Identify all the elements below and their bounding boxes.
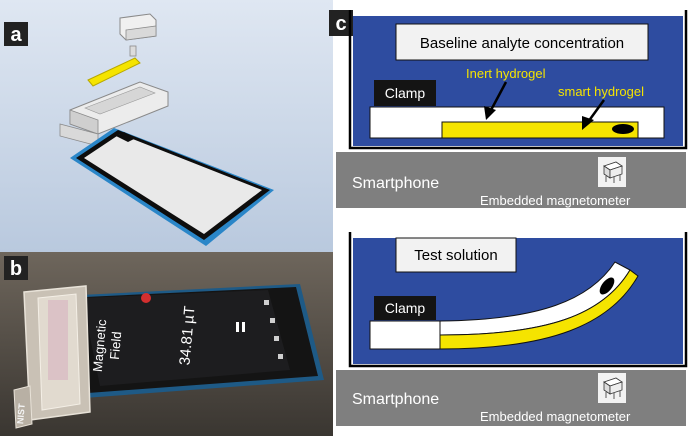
top-title: Baseline analyte concentration — [420, 35, 624, 52]
panel-b-label: b — [10, 258, 22, 280]
smart-hydrogel-label: smart hydrogel — [558, 84, 644, 99]
device-housing — [59, 81, 169, 147]
device-brand: NIST — [15, 403, 27, 425]
panel-a-label: a — [10, 24, 22, 46]
screen-title-line2: Field — [107, 331, 124, 360]
bottom-magnetometer-label: Embedded magnetometer — [480, 409, 631, 424]
phone-photo: Magnetic Field 34.81 µT — [60, 284, 324, 398]
bottom-magnet — [599, 277, 615, 295]
inert-hydrogel-label: Inert hydrogel — [466, 66, 546, 81]
device-pin — [129, 45, 137, 57]
panel-a-label-box — [4, 22, 28, 46]
panel-b-label-box — [4, 256, 28, 280]
top-title-box — [395, 23, 649, 61]
hydrogel-in-device — [48, 300, 68, 380]
screen-controls — [264, 300, 283, 359]
top-hydrogel-strip — [441, 121, 639, 139]
screen-value: 34.81 µT — [176, 305, 198, 366]
bottom-title: Test solution — [414, 247, 497, 264]
bottom-clamp-label: Clamp — [385, 300, 426, 316]
schematic-bottom: Test solution Clamp Smartphone Embedded … — [336, 232, 688, 426]
top-smartphone-base — [336, 152, 686, 208]
bottom-clamp-label-box — [374, 296, 436, 320]
record-dot — [141, 293, 151, 303]
top-clamp-label-box — [374, 80, 436, 106]
bottom-title-box — [395, 237, 517, 273]
arrow-smart — [582, 99, 606, 130]
container-bottom — [348, 232, 688, 368]
top-clamp-label: Clamp — [385, 85, 426, 101]
container-top — [348, 10, 688, 150]
top-magnetometer-label: Embedded magnetometer — [480, 193, 631, 208]
panel-c-label: c — [335, 13, 346, 35]
panel-c: c Baseline analyte concentration Clamp I… — [329, 0, 700, 436]
panel-b: Magnetic Field 34.81 µT NIST b — [0, 252, 333, 436]
panel-a: a — [0, 0, 333, 252]
nist-device: NIST — [13, 285, 91, 429]
bottom-smart-layer — [439, 269, 639, 350]
bottom-smartphone-label: Smartphone — [352, 391, 439, 408]
phone-exploded — [70, 128, 274, 246]
screen-title-line1: Magnetic — [90, 318, 110, 372]
top-magnetometer-chip-icon — [598, 157, 626, 187]
schematic-top: Baseline analyte concentration Clamp Ine… — [336, 10, 688, 208]
bottom-smartphone-base — [336, 370, 686, 426]
bottom-clamp-block — [369, 320, 441, 350]
arrow-inert — [484, 81, 508, 120]
pause-icon — [236, 322, 245, 332]
device-cap — [119, 13, 157, 41]
hydrogel-strip — [87, 57, 141, 87]
top-smartphone-label: Smartphone — [352, 175, 439, 192]
top-magnet — [612, 124, 634, 134]
bottom-magnetometer-chip-icon — [598, 373, 626, 403]
